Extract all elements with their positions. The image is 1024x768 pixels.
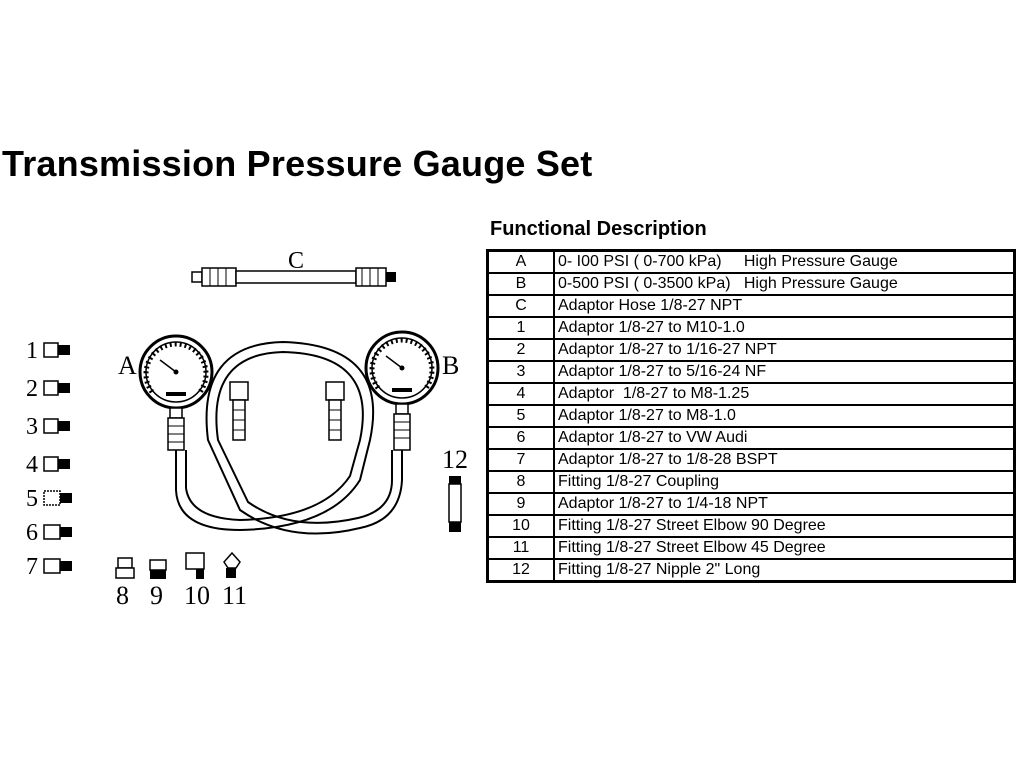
adaptor-list: 1 2 3 4 5 6 7 xyxy=(26,338,72,580)
row-key: 6 xyxy=(486,426,555,450)
row-key: 5 xyxy=(486,404,555,428)
adaptor-label: 7 xyxy=(26,554,38,580)
fitting-9: 9 xyxy=(149,559,167,610)
row-key: 10 xyxy=(486,514,555,538)
row-key: 7 xyxy=(486,448,555,472)
gauge-a: A xyxy=(118,334,214,451)
fitting-11: 11 xyxy=(222,551,247,610)
fitting-label: 9 xyxy=(150,581,163,610)
row-key: A xyxy=(486,249,555,274)
row-key: 4 xyxy=(486,382,555,406)
row-description: Adaptor 1/8-27 to VW Audi xyxy=(553,426,1016,450)
gauge-b: B xyxy=(364,330,459,451)
adaptor-4: 4 xyxy=(26,452,70,478)
nipple-12: 12 xyxy=(442,445,468,532)
adaptor-label: 4 xyxy=(26,452,38,478)
row-key: 12 xyxy=(486,558,555,583)
fitting-8: 8 xyxy=(115,557,135,610)
adaptor-5: 5 xyxy=(26,486,72,512)
label-a: A xyxy=(118,351,137,380)
gauge-hoses xyxy=(175,340,403,535)
row-key: 2 xyxy=(486,338,555,362)
label-12: 12 xyxy=(442,445,468,474)
fitting-label: 10 xyxy=(184,581,210,610)
row-description: Adaptor 1/8-27 to 5/16-24 NF xyxy=(553,360,1016,384)
hose-end-right xyxy=(325,381,345,441)
adaptor-label: 5 xyxy=(26,486,38,512)
row-description: Adaptor 1/8-27 to M10-1.0 xyxy=(553,316,1016,340)
label-c: C xyxy=(288,248,304,274)
fitting-label: 11 xyxy=(222,581,247,610)
adaptor-label: 1 xyxy=(26,338,38,364)
adaptor-label: 3 xyxy=(26,414,38,440)
adaptor-hose-c: C xyxy=(191,248,396,287)
row-description: Fitting 1/8-27 Nipple 2" Long xyxy=(553,558,1016,583)
adaptor-7: 7 xyxy=(26,554,72,580)
row-key: 8 xyxy=(486,470,555,494)
hose-end-left xyxy=(229,381,249,441)
adaptor-label: 6 xyxy=(26,520,38,546)
row-description: Adaptor 1/8-27 to 1/4-18 NPT xyxy=(553,492,1016,516)
gauge-set-illustration: C A B xyxy=(26,248,468,610)
row-description: 0- I00 PSI ( 0-700 kPa) High Pressure Ga… xyxy=(553,249,1016,274)
row-key: 11 xyxy=(486,536,555,560)
adaptor-3: 3 xyxy=(26,414,70,440)
page-title: Transmission Pressure Gauge Set xyxy=(2,143,593,184)
adaptor-2: 2 xyxy=(26,376,70,402)
label-b: B xyxy=(442,351,459,380)
row-description: Adaptor 1/8-27 to 1/8-28 BSPT xyxy=(553,448,1016,472)
row-key: 9 xyxy=(486,492,555,516)
row-description: Fitting 1/8-27 Coupling xyxy=(553,470,1016,494)
adaptor-1: 1 xyxy=(26,338,70,364)
row-description: Fitting 1/8-27 Street Elbow 45 Degree xyxy=(553,536,1016,560)
adaptor-6: 6 xyxy=(26,520,72,546)
table-heading: Functional Description xyxy=(490,218,707,240)
fitting-label: 8 xyxy=(116,581,129,610)
row-description: 0-500 PSI ( 0-3500 kPa) High Pressure Ga… xyxy=(553,272,1016,296)
row-description: Fitting 1/8-27 Street Elbow 90 Degree xyxy=(553,514,1016,538)
row-key: 1 xyxy=(486,316,555,340)
adaptor-label: 2 xyxy=(26,376,38,402)
row-description: Adaptor 1/8-27 to 1/16-27 NPT xyxy=(553,338,1016,362)
row-key: 3 xyxy=(486,360,555,384)
fitting-10: 10 xyxy=(184,552,210,610)
row-key: B xyxy=(486,272,555,296)
row-key: C xyxy=(486,294,555,318)
row-description: Adaptor Hose 1/8-27 NPT xyxy=(553,294,1016,318)
row-description: Adaptor 1/8-27 to M8-1.25 xyxy=(553,382,1016,406)
row-description: Adaptor 1/8-27 to M8-1.0 xyxy=(553,404,1016,428)
